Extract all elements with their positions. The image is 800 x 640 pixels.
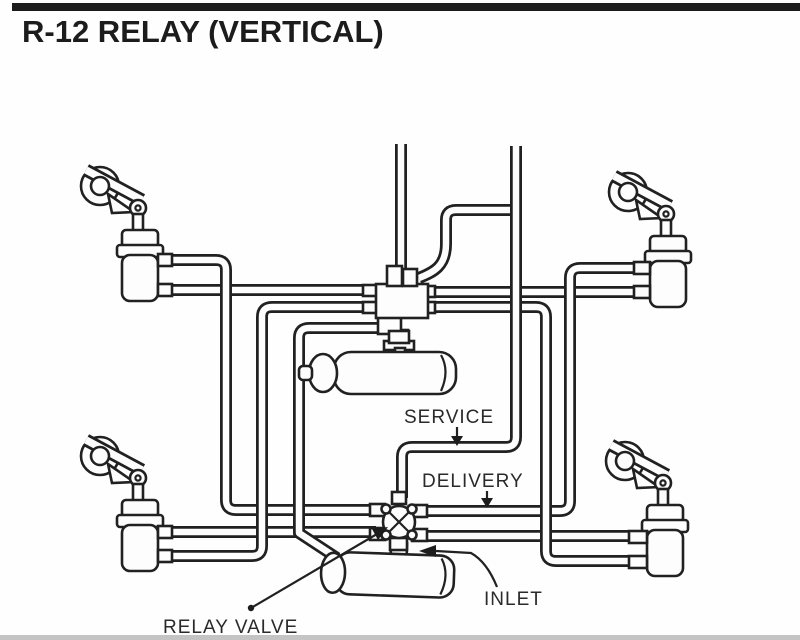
upper-junction-valve (361, 264, 437, 345)
brake-chamber-bottom-right (604, 439, 690, 578)
brake-chamber-top-left (79, 164, 174, 303)
callouts: SERVICE DELIVERY INLET RELAY VALVE (163, 407, 543, 638)
relay-valve-leader-line (250, 533, 378, 609)
inlet-label: INLET (484, 589, 543, 610)
pipe-network (170, 144, 636, 567)
air-reservoir-upper (297, 328, 458, 396)
delivery-label: DELIVERY (422, 471, 524, 492)
relay-valve-label: RELAY VALVE (163, 617, 298, 638)
inlet-leader-line (435, 549, 499, 588)
relay-valve-arrow-icon (372, 527, 388, 540)
title-bar (12, 3, 800, 11)
page-title: R-12 RELAY (VERTICAL) (22, 14, 384, 49)
brake-chamber-top-right (607, 170, 693, 309)
scan-edge-artifact (0, 635, 800, 640)
inlet-arrow-icon (419, 545, 436, 557)
service-label: SERVICE (404, 407, 494, 428)
service-arrow-icon (451, 436, 463, 446)
relay-valve-leader-dot (247, 604, 255, 612)
delivery-arrow-icon (481, 498, 493, 508)
relay-valve (368, 490, 429, 552)
brake-chamber-bottom-left (79, 434, 174, 573)
